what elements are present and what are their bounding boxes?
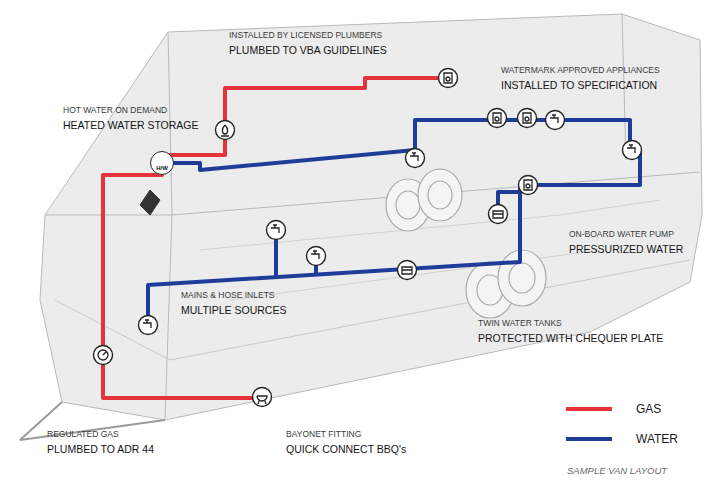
icon-ring [398,261,417,280]
van-body [20,14,702,440]
callout-text: MULTIPLE SOURCES [180,304,287,316]
icon-glyph [493,211,503,218]
icon-glyph [444,73,452,83]
icon-glyph [523,113,531,123]
appliance-icon [519,176,538,195]
icon-glyph [311,251,319,259]
icon-ring [519,176,538,195]
icon-glyph [143,320,151,328]
callout-text: PROTECTED WITH CHEQUER PLATE [477,332,664,344]
callout-text: QUICK CONNECT BBQ's [285,443,407,455]
legend-swatch [566,407,612,411]
icon-glyph [410,153,418,161]
icon-ring [546,111,565,130]
callout-heading: TWIN WATER TANKS [477,319,563,329]
callout-heading: HOT WATER ON DEMAND [62,106,168,116]
icon-glyph [271,225,279,233]
icon-glyph [550,115,558,123]
callout-heading: BAYONET FITTING [285,430,362,440]
legend-text: WATER [636,432,678,446]
icon-ring [439,69,458,88]
callout-text: INSTALLED TO SPECIFICATION [500,79,658,91]
caption: SAMPLE VAN LAYOUT [566,466,668,477]
callout-heading: MAINS & HOSE INLETS [180,291,276,301]
water-heater-circle: H/W [150,151,174,175]
icon-ring [488,109,507,128]
icon-glyph [257,396,267,404]
appliance-icon [623,141,642,160]
icon-glyph [524,180,532,190]
icon-ring [253,388,272,407]
water-pipe [148,120,640,325]
appliance-icon [439,69,458,88]
appliance-icon [267,221,286,240]
icon-ring [267,221,286,240]
appliance-icon [94,346,113,365]
appliance-icon [398,261,417,280]
appliance-icon [139,316,158,335]
icon-ring [518,109,537,128]
icon-ring [94,346,113,365]
callout-text: PRESSURIZED WATER [568,243,684,255]
legend-swatch [566,437,612,441]
callout-heading: INSTALLED BY LICENSED PLUMBERS [228,31,383,41]
appliance-icon [253,388,272,407]
appliance-icon [216,121,235,140]
icon-glyph [627,145,635,153]
callout-heading: REGULATED GAS [46,430,120,440]
icon-ring [406,149,425,168]
appliance-icon [489,205,508,224]
icon-ring [307,247,326,266]
node-text: H/W [156,165,168,174]
callout-text: PLUMBED TO ADR 44 [46,443,155,455]
legend-text: GAS [636,402,661,416]
callout-text: HEATED WATER STORAGE [62,119,200,131]
icon-glyph [493,113,501,123]
appliance-icon [307,247,326,266]
icon-glyph [402,267,412,274]
icon-glyph [98,350,108,360]
icon-ring [216,121,235,140]
appliance-icon [488,109,507,128]
appliance-icon [406,149,425,168]
legend-row: WATER [566,432,678,446]
callout-text: PLUMBED TO VBA GUIDELINES [228,44,388,56]
icon-glyph [221,125,229,136]
appliance-icon [518,109,537,128]
callout-heading: WATERMARK APPROVED APPLIANCES [500,66,661,76]
icon-ring [623,141,642,160]
appliance-icon [546,111,565,130]
icon-ring [139,316,158,335]
legend-row: GAS [566,402,661,416]
callout-heading: ON-BOARD WATER PUMP [568,230,675,240]
icon-ring [489,205,508,224]
